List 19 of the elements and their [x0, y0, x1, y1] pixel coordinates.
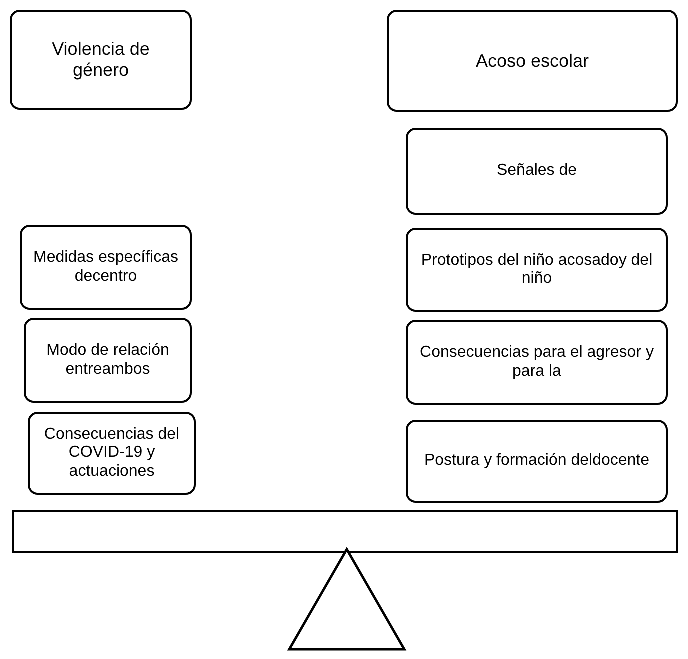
- topic-box: [28, 412, 196, 495]
- box-text: Acoso escolar: [476, 50, 590, 72]
- topic-box: [24, 318, 192, 403]
- topic-box: [406, 420, 668, 503]
- topic-box: [406, 228, 668, 312]
- topic-box: [406, 128, 668, 215]
- box-text: Señales de: [496, 162, 578, 181]
- box-text: Medidas específicas decentro: [32, 249, 180, 286]
- topic-box: [387, 10, 678, 112]
- box-text: Consecuencias del COVID-19 y actuaciones: [43, 426, 181, 482]
- topic-box: [20, 225, 192, 310]
- topic-box: [10, 10, 192, 110]
- box-text: Prototipos del niño acosadoy del niño: [420, 252, 654, 288]
- box-text: Consecuencias para el agresor y para la: [419, 344, 655, 381]
- topic-box: [406, 320, 668, 405]
- box-text: Violencia de género: [51, 39, 151, 81]
- box-text: Postura y formación deldocente: [424, 452, 650, 471]
- fulcrum-triangle: [288, 548, 406, 651]
- box-text: Modo de relación entreambos: [46, 342, 170, 379]
